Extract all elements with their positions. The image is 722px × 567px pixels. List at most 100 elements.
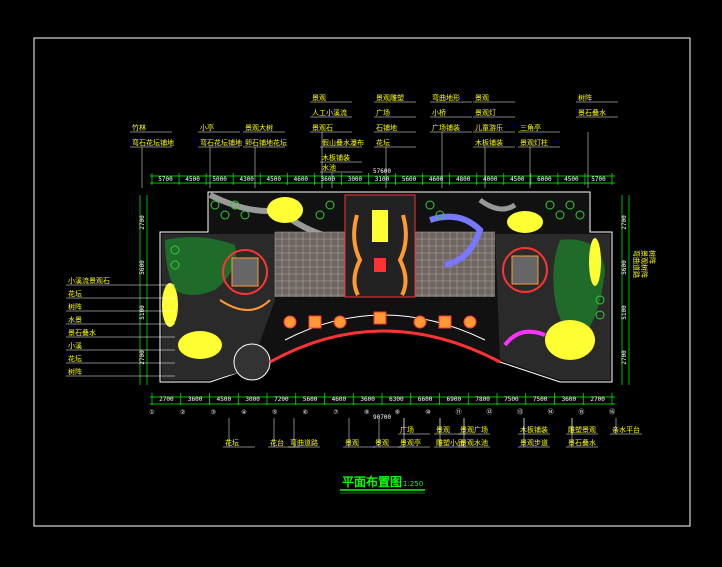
grid-id: ⑥ bbox=[303, 409, 308, 416]
callout-label: 石铺地 bbox=[376, 123, 397, 132]
callout-label: 小溪 bbox=[68, 341, 82, 350]
callout-label: 花坛 bbox=[225, 438, 239, 447]
callout-label: 花台 bbox=[270, 438, 284, 447]
dimension-value: 3600 bbox=[321, 176, 336, 183]
planter bbox=[413, 315, 427, 329]
callout-label: 景石叠水 bbox=[68, 328, 96, 337]
labels-right: 弯曲道路景观树阵树阵 bbox=[632, 250, 657, 278]
callout-label: 景石叠水 bbox=[578, 108, 606, 117]
callout-label: 景观亭 bbox=[400, 438, 421, 447]
central-water-left bbox=[352, 214, 363, 296]
planter bbox=[438, 315, 452, 329]
callout-label: 景观树阵 bbox=[640, 250, 649, 278]
dimension-value: 5000 bbox=[212, 176, 227, 183]
callout-label: 儿童游乐 bbox=[475, 123, 503, 132]
dimension-value: 3600 bbox=[562, 396, 577, 403]
left-pavilion bbox=[222, 249, 268, 295]
callout-label: 小桥 bbox=[432, 108, 446, 117]
callout-label: 小溪流景观石 bbox=[68, 276, 110, 285]
callout-label: 景观 bbox=[475, 94, 489, 102]
callout-label: 广场 bbox=[376, 108, 390, 117]
dimension-value: 2700 bbox=[159, 396, 174, 403]
dimension-value: 4500 bbox=[217, 396, 232, 403]
dimension-bottom-total: 90700 bbox=[373, 414, 391, 421]
callout-label: 竹林 bbox=[132, 123, 146, 132]
dimension-value: 3000 bbox=[245, 396, 260, 403]
dimension-value: 4600 bbox=[429, 176, 444, 183]
dimension-value: 3000 bbox=[348, 176, 363, 183]
grid-id: ⑫ bbox=[486, 408, 492, 416]
dimension-lines bbox=[139, 175, 630, 405]
dimension-value: 4800 bbox=[456, 176, 471, 183]
central-pool bbox=[372, 210, 388, 242]
dimension-value: 2700 bbox=[139, 215, 146, 230]
drawing-title: 平面布置图 bbox=[342, 474, 402, 489]
callout-label: 弯石花坛铺地 bbox=[200, 138, 242, 147]
tree-symbol bbox=[220, 210, 230, 220]
grid-id: ⑬ bbox=[517, 408, 523, 416]
central-water-right bbox=[397, 214, 408, 296]
dimension-value: 6300 bbox=[389, 396, 404, 403]
callout-label: 花坛 bbox=[68, 354, 82, 363]
dimension-value: 2700 bbox=[621, 350, 628, 365]
callout-label: 景观雕塑 bbox=[376, 93, 404, 102]
callout-label: 花坛 bbox=[68, 289, 82, 298]
tree-symbol bbox=[575, 210, 585, 220]
callout-label: 弯曲道路 bbox=[632, 250, 641, 278]
dimension-value: 5100 bbox=[139, 305, 146, 320]
grid-id: ⑦ bbox=[333, 409, 338, 416]
callout-label: 木板铺装 bbox=[520, 425, 548, 434]
grid-id: ⑩ bbox=[425, 409, 430, 416]
callout-label: 景观大树 bbox=[245, 123, 273, 132]
right-yellow-shrubs-2 bbox=[507, 211, 543, 233]
right-pavilion-core bbox=[511, 255, 539, 285]
dimension-value: 4600 bbox=[294, 176, 309, 183]
right-yellow-shrubs-3 bbox=[589, 238, 601, 286]
dimension-value: 3100 bbox=[375, 176, 390, 183]
dimension-value: 2700 bbox=[621, 215, 628, 230]
dimension-value: 4600 bbox=[332, 396, 347, 403]
planter bbox=[283, 315, 297, 329]
dimension-value: 6000 bbox=[537, 176, 552, 183]
labels-top: 竹林弯石花坛铺地小亭弯石花坛铺地景观大树卵石铺地花坛景观人工小溪流景观石假山叠水… bbox=[130, 93, 618, 188]
tree-symbol bbox=[170, 260, 180, 270]
right-magenta-path bbox=[503, 329, 546, 347]
grid-id: ① bbox=[149, 409, 154, 416]
grid-id: ④ bbox=[241, 409, 246, 416]
callout-label: 弯曲道路 bbox=[290, 438, 318, 447]
callout-label: 亲水平台 bbox=[612, 425, 640, 434]
right-stream-edge bbox=[478, 197, 517, 212]
tree-symbol bbox=[240, 210, 250, 220]
callout-label: 树阵 bbox=[68, 302, 82, 311]
tree-symbol bbox=[595, 295, 605, 305]
tree-symbol bbox=[170, 245, 180, 255]
callout-label: 水池 bbox=[322, 163, 336, 172]
right-yellow-shrubs bbox=[545, 320, 595, 360]
central-sculpture bbox=[374, 258, 386, 272]
grid-id: ⑯ bbox=[609, 408, 615, 416]
dimension-top-total: 57600 bbox=[373, 168, 391, 175]
callout-label: 树阵 bbox=[68, 367, 82, 376]
planter bbox=[463, 315, 477, 329]
dimension-value: 5600 bbox=[139, 260, 146, 275]
dimension-value: 5100 bbox=[621, 305, 628, 320]
grid-id: ⑪ bbox=[456, 408, 462, 416]
tree-symbol bbox=[545, 200, 555, 210]
right-pavilion bbox=[502, 247, 548, 293]
callout-label: 弯曲地形 bbox=[432, 93, 460, 102]
dimension-value: 7500 bbox=[504, 396, 519, 403]
callout-label: 木板铺装 bbox=[475, 138, 503, 147]
left-orange-path bbox=[219, 299, 271, 311]
grid-id: ⑭ bbox=[548, 408, 554, 416]
callout-label: 景石叠水 bbox=[568, 438, 596, 447]
dimension-value: 3600 bbox=[188, 396, 203, 403]
left-yellow-shrubs-2 bbox=[178, 331, 222, 359]
dimension-value: 6900 bbox=[447, 396, 462, 403]
callout-label: 卵石铺地花坛 bbox=[245, 138, 287, 147]
dimension-value: 5600 bbox=[402, 176, 417, 183]
